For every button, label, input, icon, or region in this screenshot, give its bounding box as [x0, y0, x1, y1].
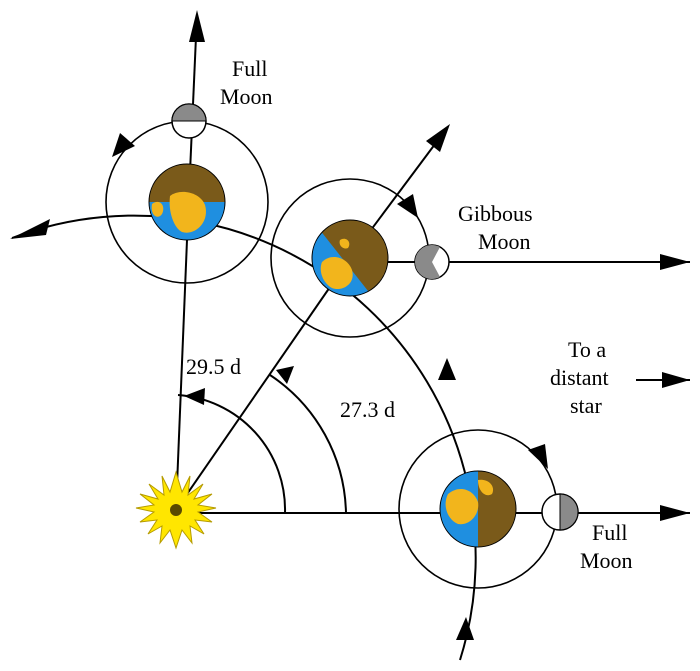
sun-to-earth2-line — [176, 258, 350, 510]
gibbous-label-2: Moon — [478, 229, 531, 254]
full-moon-top — [172, 104, 206, 138]
orbit-arrow-right-upper — [438, 358, 456, 380]
full-moon-bottom — [542, 494, 578, 530]
full-moon-top-label-2: Moon — [220, 84, 273, 109]
earth-3-system — [399, 430, 578, 588]
distant-star-label-3: star — [570, 393, 602, 418]
synodic-period-label: 29.5 d — [186, 354, 241, 379]
gibbous-moon — [415, 245, 449, 279]
sidereal-angle-arc — [270, 375, 346, 513]
sidereal-period-label: 27.3 d — [340, 397, 395, 422]
orbit-arrow-right-lower — [456, 617, 474, 640]
synodic-arc-arrowhead — [184, 388, 205, 405]
earth2-right-arrowhead — [660, 254, 690, 270]
earth-orbit-arc — [12, 216, 476, 660]
orbit-arrow-left — [10, 219, 50, 239]
earth1-up-arrowhead — [189, 10, 205, 42]
earth2-diagonal-arrowhead — [426, 124, 450, 152]
distant-star-arrowhead — [662, 372, 690, 388]
moon-orbit-3-arrow — [528, 444, 548, 469]
full-moon-bottom-label-1: Full — [592, 520, 627, 545]
earth-3 — [440, 471, 518, 547]
distant-star-label-1: To a — [568, 337, 606, 362]
right-arrowhead-bottom — [660, 505, 690, 521]
distant-star-label-2: distant — [550, 365, 609, 390]
gibbous-label-1: Gibbous — [458, 201, 533, 226]
full-moon-bottom-label-2: Moon — [580, 548, 633, 573]
sun — [136, 472, 216, 548]
full-moon-top-label-1: Full — [232, 56, 267, 81]
moon-orbit-1-arrow — [112, 133, 135, 157]
